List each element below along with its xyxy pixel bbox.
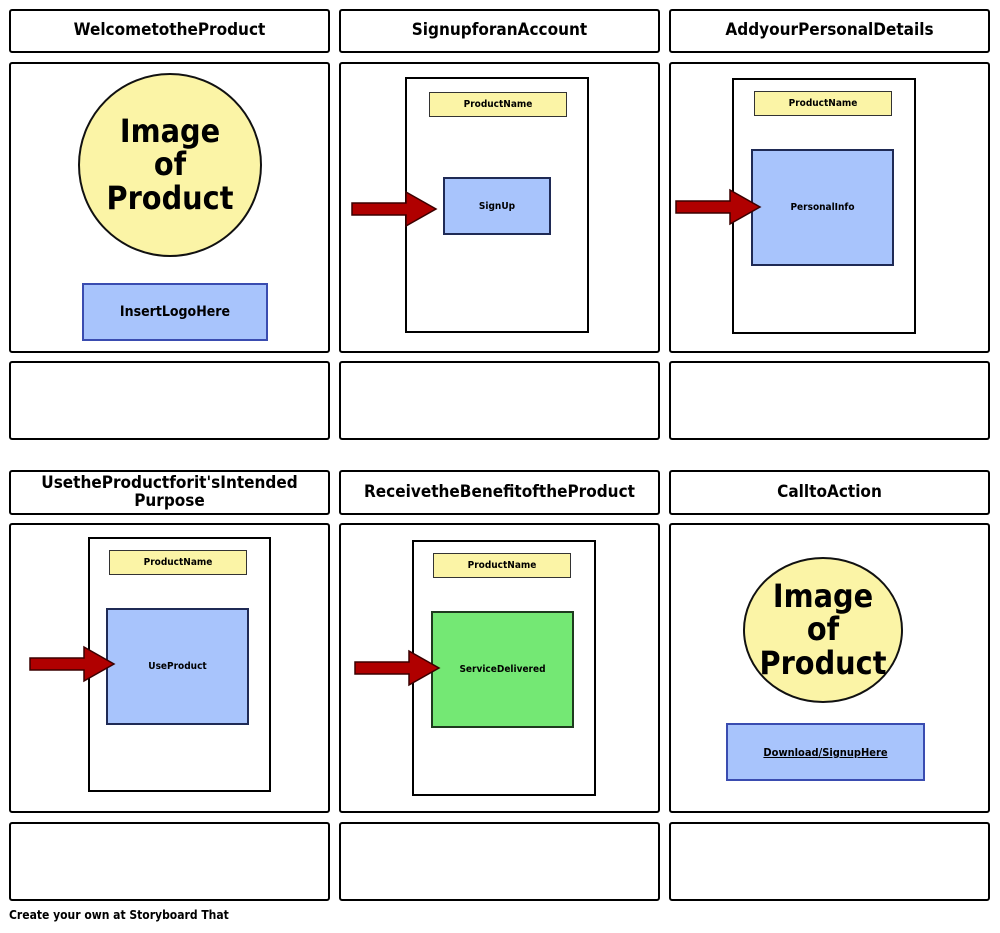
footer-credit[interactable]: Create your own at Storyboard That xyxy=(9,908,229,922)
download-signup-box[interactable]: Download/SignupHere xyxy=(726,723,925,781)
cell-6-title: CalltoAction xyxy=(669,470,990,515)
phone-screen: ProductName UseProduct xyxy=(88,537,271,792)
cell-6-caption xyxy=(669,822,990,901)
phone-screen: ProductName SignUp xyxy=(405,77,589,333)
use-product-text: UseProduct xyxy=(148,661,207,672)
cell-1-caption xyxy=(9,361,330,440)
product-name-text: ProductName xyxy=(143,557,213,568)
product-name-text: ProductName xyxy=(467,560,537,571)
cell-4-caption xyxy=(9,822,330,901)
cell-5-title: ReceivetheBenefitoftheProduct xyxy=(339,470,660,515)
product-name-text: ProductName xyxy=(463,99,533,110)
product-name-label: ProductName xyxy=(433,553,571,578)
phone-screen: ProductName ServiceDelivered xyxy=(412,540,596,796)
product-name-label: ProductName xyxy=(429,92,567,117)
use-product-box: UseProduct xyxy=(106,608,249,725)
red-arrow-icon xyxy=(354,649,441,687)
red-arrow-icon xyxy=(675,188,762,226)
product-image-circle: Image of Product xyxy=(78,73,262,257)
cell-6-title-text: CalltoAction xyxy=(777,481,882,502)
product-name-label: ProductName xyxy=(754,91,892,116)
cell-3-panel: ProductName PersonalInfo xyxy=(669,62,990,353)
cell-6-panel: Image of Product Download/SignupHere xyxy=(669,523,990,813)
cell-2-caption xyxy=(339,361,660,440)
red-arrow-icon xyxy=(351,190,438,228)
product-name-label: ProductName xyxy=(109,550,247,575)
insert-logo-text: InsertLogoHere xyxy=(119,304,231,320)
cell-4-title-text: UsetheProductforit'sIntended Purpose xyxy=(41,472,298,511)
cell-2-title-text: SignupforanAccount xyxy=(411,20,588,41)
cell-1-panel: Image of Product InsertLogoHere xyxy=(9,62,330,353)
cell-5-caption xyxy=(339,822,660,901)
service-delivered-text: ServiceDelivered xyxy=(459,664,546,675)
service-delivered-box: ServiceDelivered xyxy=(431,611,574,728)
cell-4-panel: ProductName UseProduct xyxy=(9,523,330,813)
cell-3-title-text: AddyourPersonalDetails xyxy=(725,20,934,41)
personal-info-text: PersonalInfo xyxy=(790,202,855,213)
product-image-circle: Image of Product xyxy=(743,557,903,703)
cell-3-caption xyxy=(669,361,990,440)
cell-2-panel: ProductName SignUp xyxy=(339,62,660,353)
insert-logo-box: InsertLogoHere xyxy=(82,283,268,341)
cell-5-panel: ProductName ServiceDelivered xyxy=(339,523,660,813)
cell-1-title: WelcometotheProduct xyxy=(9,9,330,53)
cell-4-title: UsetheProductforit'sIntended Purpose xyxy=(9,470,330,515)
cell-3-title: AddyourPersonalDetails xyxy=(669,9,990,53)
sign-up-box: SignUp xyxy=(443,177,551,235)
personal-info-box: PersonalInfo xyxy=(751,149,894,266)
cell-5-title-text: ReceivetheBenefitoftheProduct xyxy=(364,481,635,502)
download-signup-link[interactable]: Download/SignupHere xyxy=(763,745,888,759)
cell-2-title: SignupforanAccount xyxy=(339,9,660,53)
sign-up-text: SignUp xyxy=(478,200,516,212)
product-name-text: ProductName xyxy=(788,98,858,109)
red-arrow-icon xyxy=(29,645,116,683)
phone-screen: ProductName PersonalInfo xyxy=(732,78,916,334)
cell-1-title-text: WelcometotheProduct xyxy=(73,20,266,41)
